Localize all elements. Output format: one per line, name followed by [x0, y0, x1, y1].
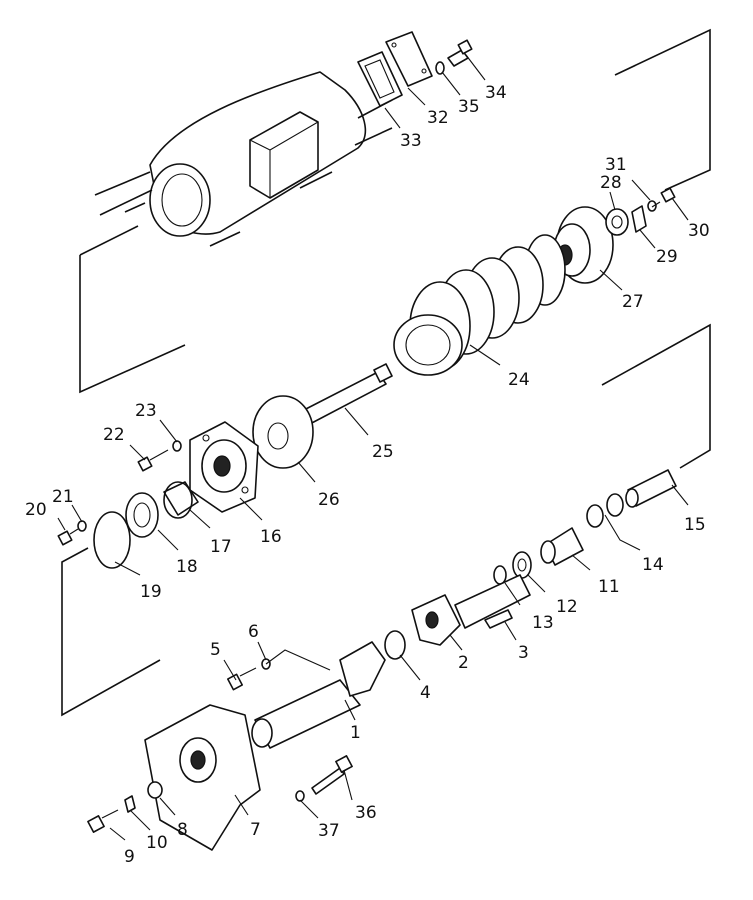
callout-20: 20 — [25, 500, 47, 520]
part-5-bolt — [226, 667, 257, 691]
callout-11: 11 — [598, 577, 620, 597]
callout-14: 14 — [642, 555, 664, 575]
guide-right-upper — [614, 28, 711, 191]
callout-13: 13 — [532, 613, 554, 633]
part-16-bearing-housing — [189, 421, 259, 513]
callout-labels: 1 2 3 4 5 6 7 8 9 10 11 12 13 14 15 16 1… — [25, 83, 710, 867]
part-21-washer — [77, 520, 87, 532]
callout-29: 29 — [656, 247, 678, 267]
guide-left-upper-top — [79, 225, 139, 256]
callout-23: 23 — [135, 401, 157, 421]
callout-36: 36 — [355, 803, 377, 823]
callout-18: 18 — [176, 557, 198, 577]
callout-31: 31 — [605, 155, 627, 175]
part-8-washer — [147, 781, 163, 799]
part-36-bolt — [311, 755, 353, 795]
part-10-lock-washer — [124, 795, 136, 813]
part-26-rod-flange — [252, 395, 314, 469]
callout-27: 27 — [622, 292, 644, 312]
callout-34: 34 — [485, 83, 507, 103]
callout-21: 21 — [52, 487, 74, 507]
guide-right-middle — [601, 323, 711, 469]
part-7-bracket — [144, 704, 261, 851]
callout-9: 9 — [124, 847, 135, 867]
callout-24: 24 — [508, 370, 530, 390]
part-17-bushing — [163, 481, 199, 519]
callout-35: 35 — [458, 97, 480, 117]
part-9-bolt — [87, 809, 119, 833]
callout-2: 2 — [458, 653, 469, 673]
part-25-rod — [299, 363, 393, 426]
part-2-cylinder — [411, 574, 531, 646]
callout-6: 6 — [248, 622, 259, 642]
guide-left-upper — [79, 255, 186, 394]
callout-25: 25 — [372, 442, 394, 462]
callout-37: 37 — [318, 821, 340, 841]
callout-22: 22 — [103, 425, 125, 445]
part-11-piston — [540, 527, 584, 566]
part-28-nut — [605, 208, 629, 236]
part-37-washer — [295, 790, 305, 802]
part-24-coil-spring — [393, 234, 566, 376]
callout-30: 30 — [688, 221, 710, 241]
callout-33: 33 — [400, 131, 422, 151]
part-35-washer — [435, 61, 445, 75]
callout-10: 10 — [146, 833, 168, 853]
callout-3: 3 — [518, 643, 529, 663]
callout-8: 8 — [177, 820, 188, 840]
callout-15: 15 — [684, 515, 706, 535]
part-19-thrust-plate — [93, 511, 131, 569]
part-22-bolt — [137, 449, 169, 472]
callout-26: 26 — [318, 490, 340, 510]
part-14-seal-set — [586, 493, 624, 528]
assembly-guides — [61, 28, 711, 717]
part-18-bearing — [125, 492, 159, 538]
part-29-lock-plate — [631, 205, 647, 233]
part-12-bearing — [512, 551, 532, 579]
callout-1: 1 — [350, 723, 361, 743]
part-32-cover — [385, 31, 433, 87]
part-3-grease-fitting — [484, 609, 513, 629]
callout-12: 12 — [556, 597, 578, 617]
part-15-sleeve — [625, 469, 677, 508]
part-30-bolt — [651, 187, 676, 208]
leader-lines — [57, 54, 689, 841]
callout-19: 19 — [140, 582, 162, 602]
callout-4: 4 — [420, 683, 431, 703]
part-34-bolt — [447, 39, 473, 67]
callout-16: 16 — [260, 527, 282, 547]
callout-5: 5 — [210, 640, 221, 660]
callout-7: 7 — [250, 820, 261, 840]
part-13-snap-ring — [493, 565, 507, 585]
part-1-shaft — [251, 641, 386, 749]
part-33-gasket — [357, 51, 403, 107]
guide-left-lower — [61, 547, 161, 717]
part-31-washer — [647, 200, 657, 212]
part-20-bolt — [57, 528, 79, 546]
callout-32: 32 — [427, 108, 449, 128]
callout-28: 28 — [600, 173, 622, 193]
callout-17: 17 — [210, 537, 232, 557]
part-23-washer — [172, 440, 182, 452]
part-4-o-ring — [384, 630, 406, 660]
frame-housing — [94, 71, 393, 247]
